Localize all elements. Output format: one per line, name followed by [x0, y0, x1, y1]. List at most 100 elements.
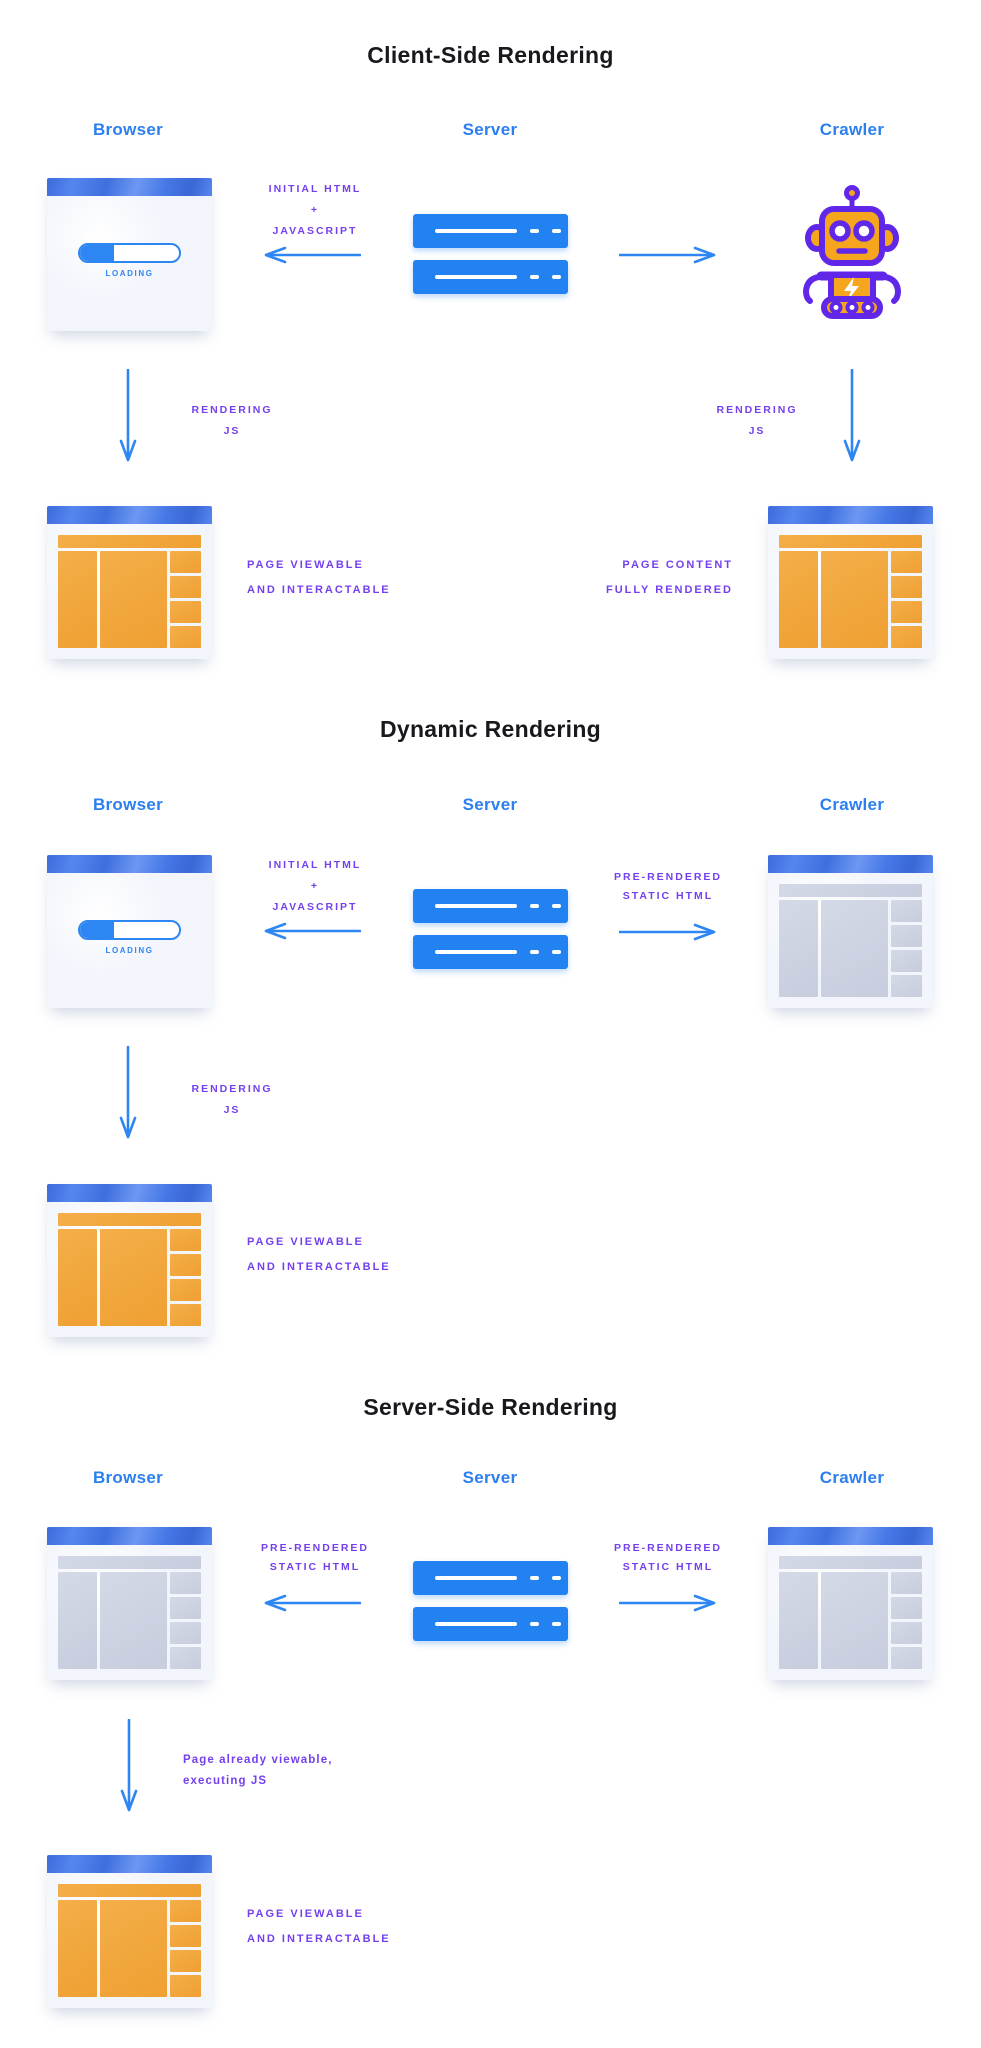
browser-window-loading: LOADING: [47, 178, 212, 331]
loading-bar: [78, 243, 181, 263]
crawler-outcome-label: PAGE CONTENT FULLY RENDERED: [605, 559, 733, 596]
loading-bar: [78, 920, 181, 940]
page-sidebar-block: [58, 1229, 97, 1326]
page-widget-column: [170, 1900, 201, 1997]
robot-crawler-icon: [791, 185, 913, 324]
window-titlebar: [768, 1527, 933, 1545]
browser-rendering-label: RENDERING JS: [191, 1083, 273, 1116]
window-content: LOADING: [47, 196, 212, 331]
page-widget-column: [170, 551, 201, 648]
page-main-block: [100, 1229, 167, 1326]
loading-bar-fill: [80, 922, 114, 938]
window-content: [768, 873, 933, 1008]
page-widget-column: [891, 900, 922, 997]
page-main-block: [100, 1900, 167, 1997]
window-content: LOADING: [47, 873, 212, 1008]
page-header-block: [58, 1556, 201, 1569]
window-content: [768, 524, 933, 659]
window-titlebar: [47, 1855, 212, 1873]
crawler-window-static: [768, 1527, 933, 1680]
page-header-block: [58, 535, 201, 548]
page-widget-column: [170, 1572, 201, 1669]
column-label-crawler: Crawler: [819, 795, 885, 814]
server-to-browser-label: INITIAL HTML + JAVASCRIPT: [268, 183, 362, 237]
crawler-rendering-label: RENDERING JS: [716, 404, 798, 437]
browser-down-label: Page already viewable, executing JS: [183, 1754, 333, 1787]
browser-rendering-label: RENDERING JS: [191, 404, 273, 437]
section-title: Dynamic Rendering: [379, 716, 602, 742]
browser-window-rendered: [47, 1184, 212, 1337]
column-label-crawler: Crawler: [819, 120, 885, 139]
page-sidebar-block: [58, 1900, 97, 1997]
arrow-left-icon: [262, 1594, 361, 1612]
server-to-browser-label: INITIAL HTML + JAVASCRIPT: [268, 859, 362, 913]
server-rack-bar: [413, 889, 568, 923]
server-to-crawler-label: PRE-RENDERED STATIC HTML: [613, 1542, 722, 1573]
page-main-block: [821, 551, 888, 648]
server-to-crawler-label: PRE-RENDERED STATIC HTML: [613, 871, 722, 902]
arrow-right-icon: [619, 246, 718, 264]
browser-outcome-label: PAGE VIEWABLE AND INTERACTABLE: [247, 1236, 391, 1273]
column-label-crawler: Crawler: [819, 1468, 885, 1487]
window-content: [47, 1873, 212, 2008]
page-header-block: [779, 535, 922, 548]
column-label-browser: Browser: [92, 120, 164, 139]
server-to-browser-label: PRE-RENDERED STATIC HTML: [260, 1542, 369, 1573]
column-label-server: Server: [462, 1468, 518, 1487]
page-widget-column: [170, 1229, 201, 1326]
page-header-block: [779, 884, 922, 897]
arrow-left-icon: [262, 246, 361, 264]
arrow-right-icon: [619, 923, 718, 941]
arrow-down-icon: [119, 1046, 137, 1142]
loading-label: LOADING: [105, 269, 154, 278]
window-content: [47, 524, 212, 659]
column-label-server: Server: [462, 120, 518, 139]
server-rack-bar: [413, 260, 568, 294]
page-main-block: [821, 900, 888, 997]
browser-window-rendered: [47, 506, 212, 659]
arrow-right-icon: [619, 1594, 718, 1612]
arrow-down-icon: [119, 369, 137, 465]
crawler-window-rendered: [768, 506, 933, 659]
window-content: [47, 1545, 212, 1680]
page-sidebar-block: [58, 1572, 97, 1669]
browser-window-loading: LOADING: [47, 855, 212, 1008]
window-content: [768, 1545, 933, 1680]
arrow-down-icon: [120, 1719, 138, 1815]
page-sidebar-block: [779, 551, 818, 648]
page-widget-column: [891, 1572, 922, 1669]
page-main-block: [821, 1572, 888, 1669]
section-title: Client-Side Rendering: [367, 42, 614, 68]
column-label-browser: Browser: [92, 1468, 164, 1487]
browser-outcome-label: PAGE VIEWABLE AND INTERACTABLE: [247, 559, 391, 596]
server-icon: [413, 214, 568, 294]
server-icon: [413, 1561, 568, 1641]
server-rack-bar: [413, 1607, 568, 1641]
server-rack-bar: [413, 935, 568, 969]
browser-outcome-label: PAGE VIEWABLE AND INTERACTABLE: [247, 1908, 391, 1945]
window-titlebar: [47, 178, 212, 196]
page-header-block: [779, 1556, 922, 1569]
window-content: [47, 1202, 212, 1337]
page-sidebar-block: [779, 1572, 818, 1669]
server-rack-bar: [413, 1561, 568, 1595]
arrow-left-icon: [262, 922, 361, 940]
page-main-block: [100, 1572, 167, 1669]
browser-window-static: [47, 1527, 212, 1680]
page-main-block: [100, 551, 167, 648]
window-titlebar: [47, 855, 212, 873]
page-widget-column: [891, 551, 922, 648]
loading-bar-fill: [80, 245, 114, 261]
page-header-block: [58, 1213, 201, 1226]
server-rack-bar: [413, 214, 568, 248]
window-titlebar: [768, 855, 933, 873]
loading-label: LOADING: [105, 946, 154, 955]
crawler-window-static: [768, 855, 933, 1008]
window-titlebar: [47, 1184, 212, 1202]
window-titlebar: [768, 506, 933, 524]
window-titlebar: [47, 1527, 212, 1545]
column-label-browser: Browser: [92, 795, 164, 814]
